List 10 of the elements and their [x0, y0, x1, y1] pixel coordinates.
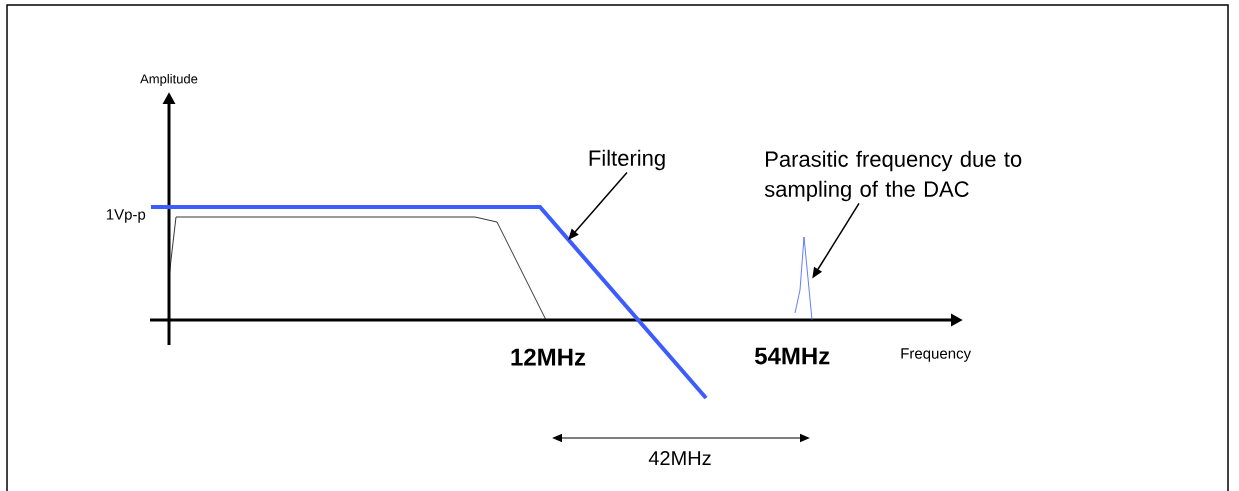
tick-label: 12MHz [511, 348, 586, 366]
annotation: Parasitic frequency due to sampling of the DAC [764, 150, 1022, 202]
axis-label: Amplitude [140, 73, 198, 87]
tick-label: 54MHz [754, 347, 830, 365]
spike [794, 236, 813, 321]
tick-label: 1Vp-p [106, 209, 146, 223]
annotation: Filtering [589, 149, 665, 171]
leader-line [568, 171, 628, 240]
axis-label: Frequency [901, 348, 972, 362]
dimension-label: 42MHz [648, 451, 711, 465]
